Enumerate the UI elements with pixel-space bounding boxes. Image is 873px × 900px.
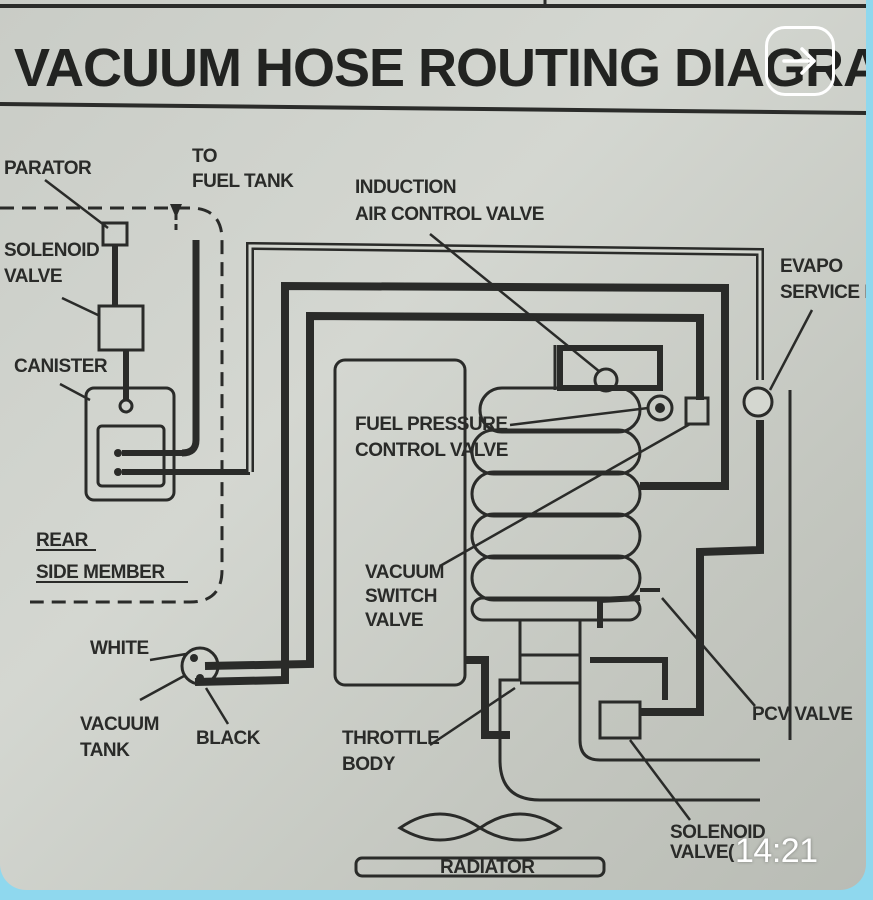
vacuum-switch-valve	[684, 396, 710, 426]
radiator-box	[354, 856, 606, 878]
vacuum-tank-white-port	[190, 654, 198, 662]
share-button[interactable]	[765, 26, 835, 96]
label-fuel-pressure-2: CONTROL VALVE	[355, 440, 508, 461]
hose-middle	[194, 281, 729, 686]
label-rear-2: SIDE MEMBER	[36, 562, 165, 583]
label-white: WHITE	[90, 638, 149, 659]
throttle-body-outline	[498, 620, 760, 802]
arrow-right-icon	[782, 47, 816, 75]
label-rear-1: REAR	[36, 530, 89, 551]
label-evapo-2: SERVICE P	[780, 282, 866, 303]
label-to-fuel-tank-1: TO	[192, 146, 217, 167]
clock-time: 14:21	[735, 832, 818, 870]
canister-outer	[84, 386, 176, 502]
evapo-service-port	[742, 386, 774, 418]
throttle-body-inner	[578, 620, 760, 762]
diagram-title: VACUUM HOSE ROUTING DIAGRAM	[14, 38, 866, 98]
label-radiator: RADIATOR	[440, 857, 535, 878]
label-vacuum-tank-2: TANK	[80, 740, 130, 761]
hose-inner	[204, 311, 704, 670]
title-underline	[0, 102, 866, 115]
induction-air-control-valve	[593, 367, 619, 393]
label-solenoid-bottom-1: SOLENOID	[670, 822, 765, 843]
leader-lines	[44, 179, 814, 821]
induction-valve-hose	[557, 345, 663, 391]
hose-outer-core	[248, 244, 762, 472]
hose-evapo-to-solenoid	[640, 420, 764, 716]
solenoid-hose	[590, 657, 668, 700]
hose-outer	[246, 241, 764, 472]
label-black: BLACK	[196, 728, 261, 749]
label-solenoid-bottom-2: VALVE(	[670, 842, 735, 863]
label-vacuum-switch-2: SWITCH	[365, 586, 437, 607]
label-throttle-1: THROTTLE	[342, 728, 439, 749]
rear-side-member-outline	[0, 206, 224, 604]
label-separator: PARATOR	[4, 158, 92, 179]
label-evapo-1: EVAPO	[780, 256, 843, 277]
fuel-tank-arrow	[170, 204, 182, 218]
vacuum-tank-black-port	[196, 674, 204, 682]
solenoid-valve-bottom	[598, 700, 642, 740]
intake-plenum	[333, 358, 467, 687]
label-vacuum-tank-1: VACUUM	[80, 714, 159, 735]
label-induction-2: AIR CONTROL VALVE	[355, 204, 544, 225]
label-fuel-pressure-1: FUEL PRESSURE	[355, 414, 508, 435]
fan-blade-left	[397, 812, 483, 842]
label-throttle-2: BODY	[342, 754, 396, 775]
label-induction-1: INDUCTION	[355, 177, 456, 198]
pcv-hose	[597, 595, 641, 628]
fpcv-center	[655, 403, 665, 413]
canister-nipple-1	[114, 449, 122, 457]
canister-nipple-2	[114, 468, 122, 476]
throttle-hose	[465, 656, 510, 739]
label-canister: CANISTER	[14, 356, 108, 377]
label-vacuum-switch-1: VACUUM	[365, 562, 444, 583]
label-solenoid-valve-1: SOLENOID	[4, 240, 99, 261]
vacuum-tank	[180, 646, 220, 686]
label-solenoid-valve-2: VALVE	[4, 266, 62, 287]
canister-port	[118, 398, 134, 414]
fuel-tank-hose	[181, 240, 200, 457]
label-to-fuel-tank-2: FUEL TANK	[192, 171, 294, 192]
label-vacuum-switch-3: VALVE	[365, 610, 423, 631]
solenoid-valve-box	[97, 304, 145, 352]
fan-blade-right	[477, 812, 563, 842]
label-pcv-valve: PCV VALVE	[752, 704, 852, 725]
